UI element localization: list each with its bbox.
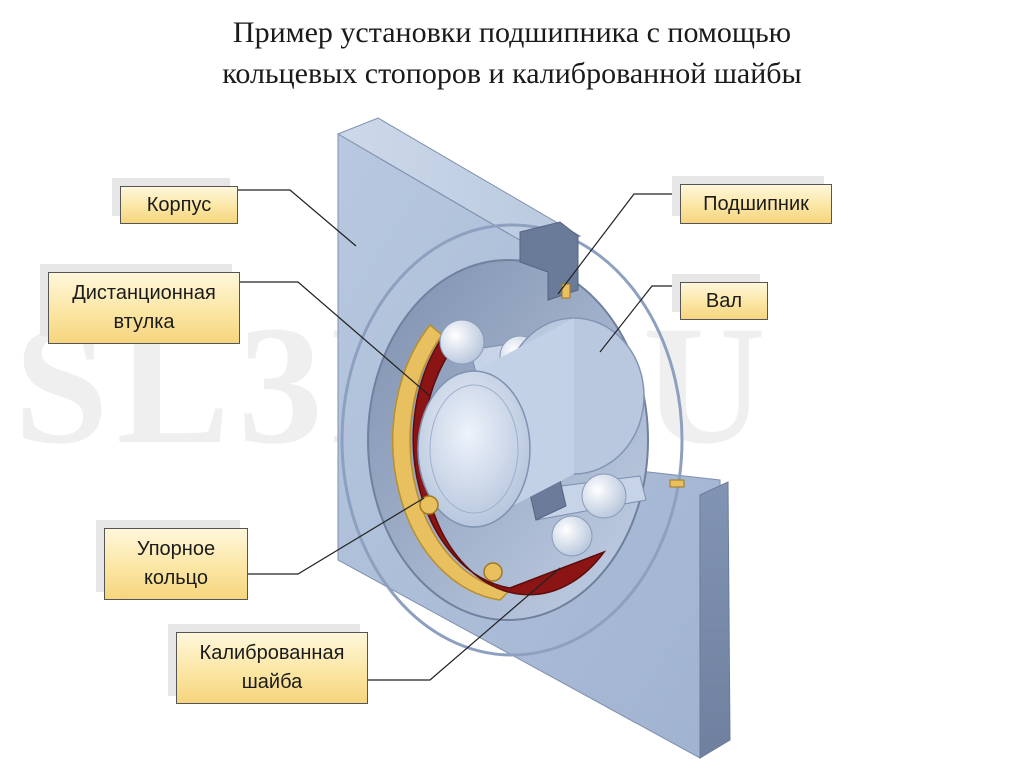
label-spacer-line2: втулка <box>113 311 175 333</box>
label-spacer-line1: Дистанционная <box>72 282 216 304</box>
title-line-1: Пример установки подшипника с помощью <box>232 16 792 49</box>
label-spacer-sleeve-text: Дистанционная втулка <box>72 279 216 337</box>
shaft-chamfer <box>429 384 519 514</box>
label-bearing-text: Подшипник <box>703 192 809 215</box>
label-retaining-ring-text: Упорное кольцо <box>137 535 215 593</box>
label-shaft: Вал <box>680 282 768 320</box>
shaft <box>417 317 645 528</box>
label-spacer-sleeve: Дистанционная втулка <box>48 272 240 344</box>
bearing-ball <box>551 515 593 557</box>
title-line-2: кольцевых стопоров и калиброванной шайбы <box>222 57 802 90</box>
housing-right-side <box>699 481 731 759</box>
label-calibrated-shim: Калиброванная шайба <box>176 632 368 704</box>
label-retaining-ring: Упорное кольцо <box>104 528 248 600</box>
bearing-ball <box>439 319 485 365</box>
leader-shim <box>368 567 561 681</box>
label-housing-text: Корпус <box>146 193 212 216</box>
leader-housing <box>238 189 357 247</box>
housing-outer-bore <box>340 223 684 657</box>
leader-shaft <box>599 285 680 353</box>
label-retaining-ring-line1: Упорное <box>136 538 216 560</box>
label-retaining-ring-line2: кольцо <box>143 567 209 589</box>
label-shim-line2: шайба <box>241 671 303 693</box>
retaining-ring-eye <box>419 495 439 515</box>
label-housing: Корпус <box>120 186 238 224</box>
leader-spacer <box>240 281 431 397</box>
retaining-ring-top <box>561 283 571 299</box>
retaining-ring-eye <box>483 562 503 582</box>
diagram-title: Пример установки подшипника с помощью ко… <box>0 12 1024 94</box>
shaft-end-face <box>417 370 531 528</box>
label-calibrated-shim-text: Калиброванная шайба <box>200 639 345 697</box>
label-bearing: Подшипник <box>680 184 832 224</box>
leader-retaining-ring <box>248 497 425 575</box>
retaining-ring-right <box>669 479 685 488</box>
bearing-ball <box>581 473 627 519</box>
leader-bearing <box>557 193 680 295</box>
leader-lines <box>238 189 680 681</box>
label-shaft-text: Вал <box>705 289 743 312</box>
label-shim-line1: Калиброванная <box>199 642 345 664</box>
calibrated-shim <box>392 323 512 601</box>
